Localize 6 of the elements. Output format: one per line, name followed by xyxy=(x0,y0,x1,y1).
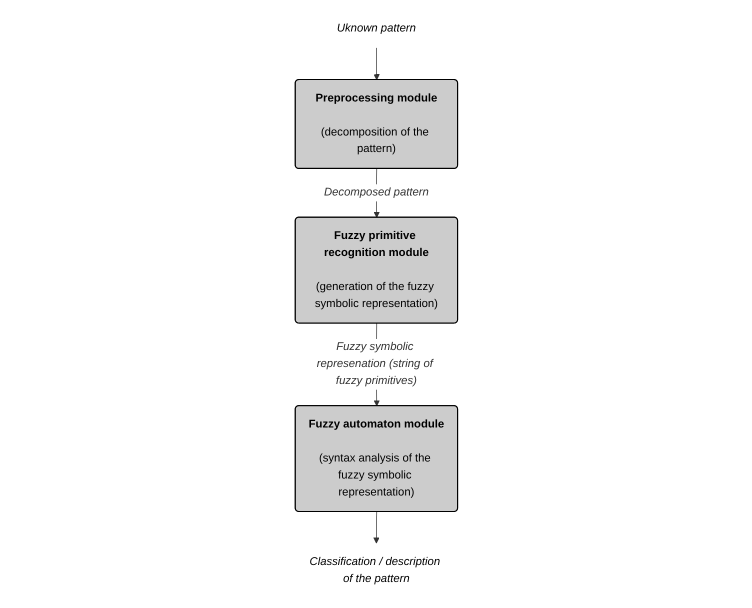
node-text: Uknown pattern xyxy=(336,22,416,34)
arrow xyxy=(373,47,380,80)
arrow xyxy=(372,512,380,544)
node-text: Classification / description of the pattern xyxy=(309,556,440,585)
edge-label: Fuzzy symbolic represenation (string of fuzzy primitives) xyxy=(316,341,432,387)
edge-label: Decomposed pattern xyxy=(324,186,428,198)
